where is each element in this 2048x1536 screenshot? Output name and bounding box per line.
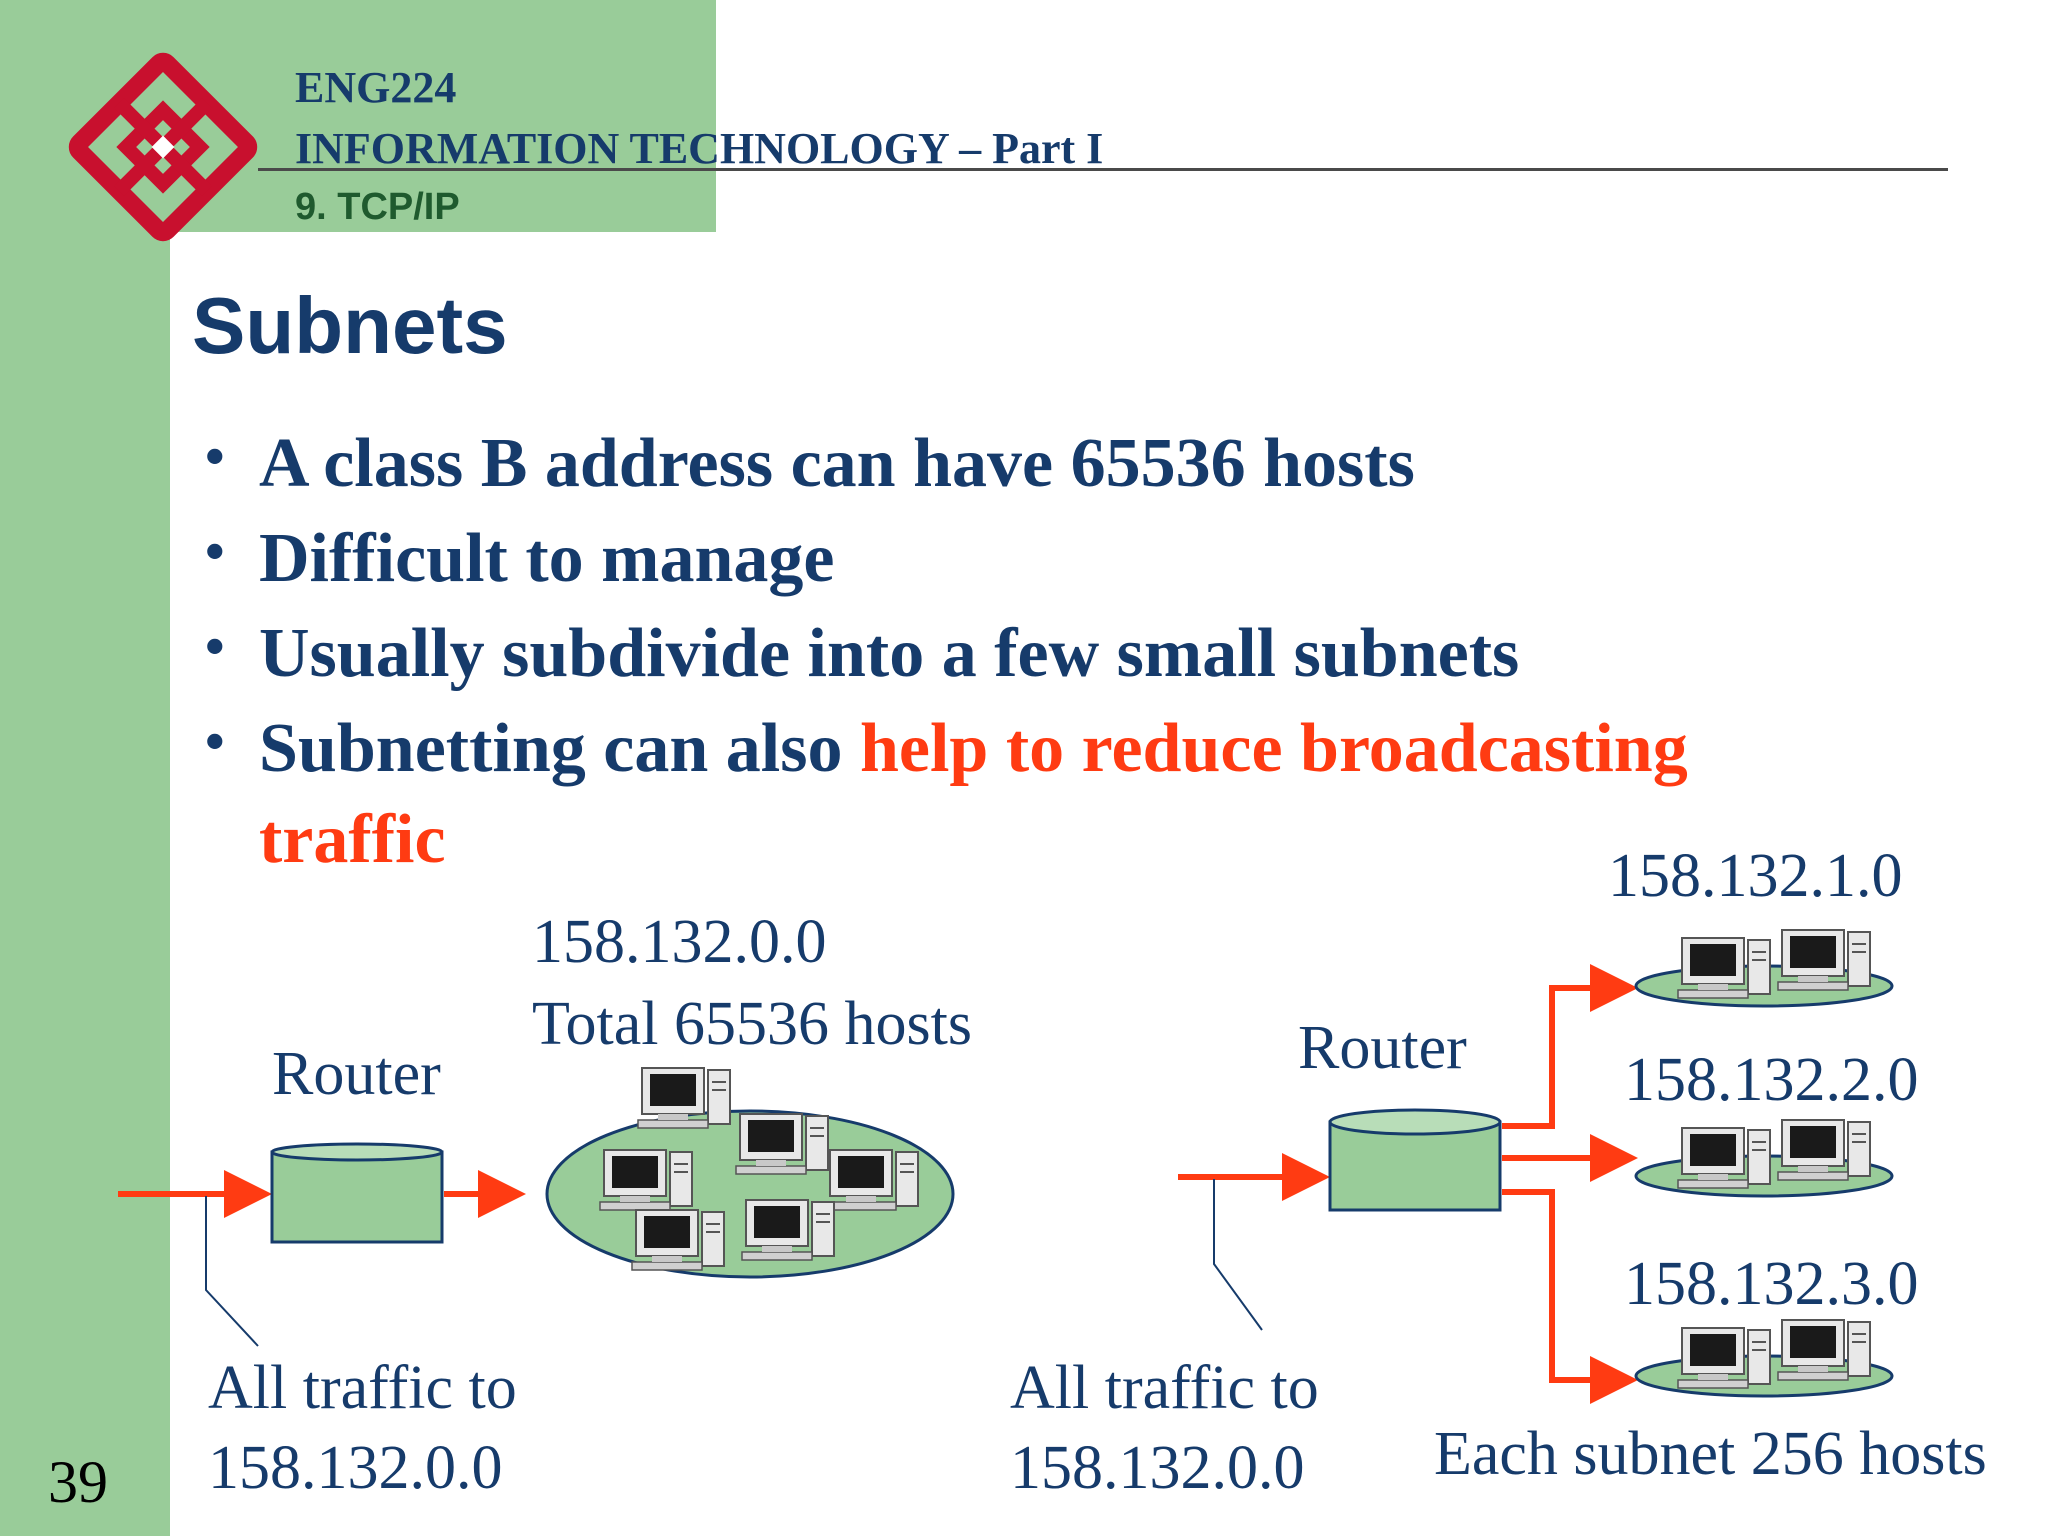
- bullet-item: • Difficult to manage: [205, 511, 1688, 606]
- subnet-caption: Each subnet 256 hosts: [1434, 1420, 1987, 1488]
- bullet-item: • Subnetting can also help to reduce broa…: [205, 701, 1688, 796]
- subnet-2: [1634, 1119, 1894, 1198]
- left-traffic-line2: 158.132.0.0: [208, 1434, 503, 1502]
- course-title: INFORMATION TECHNOLOGY – Part I: [295, 124, 1104, 173]
- router-cylinder: [1328, 1108, 1502, 1212]
- bullet-highlight: help to reduce broadcasting: [859, 710, 1688, 787]
- subnet-1-arrow: [1502, 964, 1638, 1129]
- bullet-text: Subnetting can also: [259, 710, 860, 787]
- right-diagram: [1178, 929, 1894, 1404]
- subnet-1: [1634, 929, 1894, 1008]
- slide-title: Subnets: [192, 281, 508, 370]
- chapter-label: 9. TCP/IP: [295, 186, 460, 228]
- left-router-label: Router: [272, 1040, 441, 1108]
- router-cylinder: [270, 1142, 444, 1244]
- right-traffic-line2: 158.132.0.0: [1010, 1434, 1305, 1502]
- course-code: ENG224: [295, 63, 457, 112]
- bullet-text: Usually subdivide into a few small subne…: [259, 615, 1520, 692]
- bullet-item: • Usually subdivide into a few small subn…: [205, 606, 1688, 701]
- right-traffic-line1: All traffic to: [1010, 1354, 1319, 1422]
- subnet-3-label: 158.132.3.0: [1624, 1250, 1919, 1318]
- page-number: 39: [48, 1449, 108, 1515]
- content-area: [170, 232, 2048, 1536]
- subnet-1-label: 158.132.1.0: [1608, 842, 1903, 910]
- bullet-dot: •: [205, 521, 225, 583]
- subnet-2-label: 158.132.2.0: [1624, 1046, 1919, 1114]
- callout-line: [1213, 1179, 1263, 1331]
- callout-line: [205, 1196, 259, 1347]
- header-rule: [258, 168, 1948, 171]
- left-network-hosts: Total 65536 hosts: [532, 990, 972, 1058]
- bullet-list: •A class B address can have 65536 hosts …: [205, 416, 1688, 796]
- header-band: [0, 0, 716, 262]
- left-network-address: 158.132.0.0: [532, 908, 827, 976]
- left-diagram: [118, 1067, 955, 1347]
- subnet-3: [1634, 1319, 1894, 1398]
- bullet-text: Difficult to manage: [259, 520, 835, 597]
- subnet-3-arrow: [1502, 1189, 1638, 1404]
- bullet-dot: •: [205, 426, 225, 488]
- bullet-text: A class B address can have 65536 hosts: [259, 425, 1415, 502]
- bullet-item: • A class B address can have 65536 hosts: [205, 416, 1688, 511]
- bullet-dot: •: [205, 616, 225, 678]
- bullet-dot: •: [205, 711, 225, 773]
- left-traffic-line1: All traffic to: [208, 1354, 517, 1422]
- right-router-label: Router: [1298, 1014, 1467, 1082]
- computer-icon: [637, 1067, 731, 1129]
- university-logo: [68, 52, 258, 242]
- bullet-continuation: traffic: [259, 801, 446, 878]
